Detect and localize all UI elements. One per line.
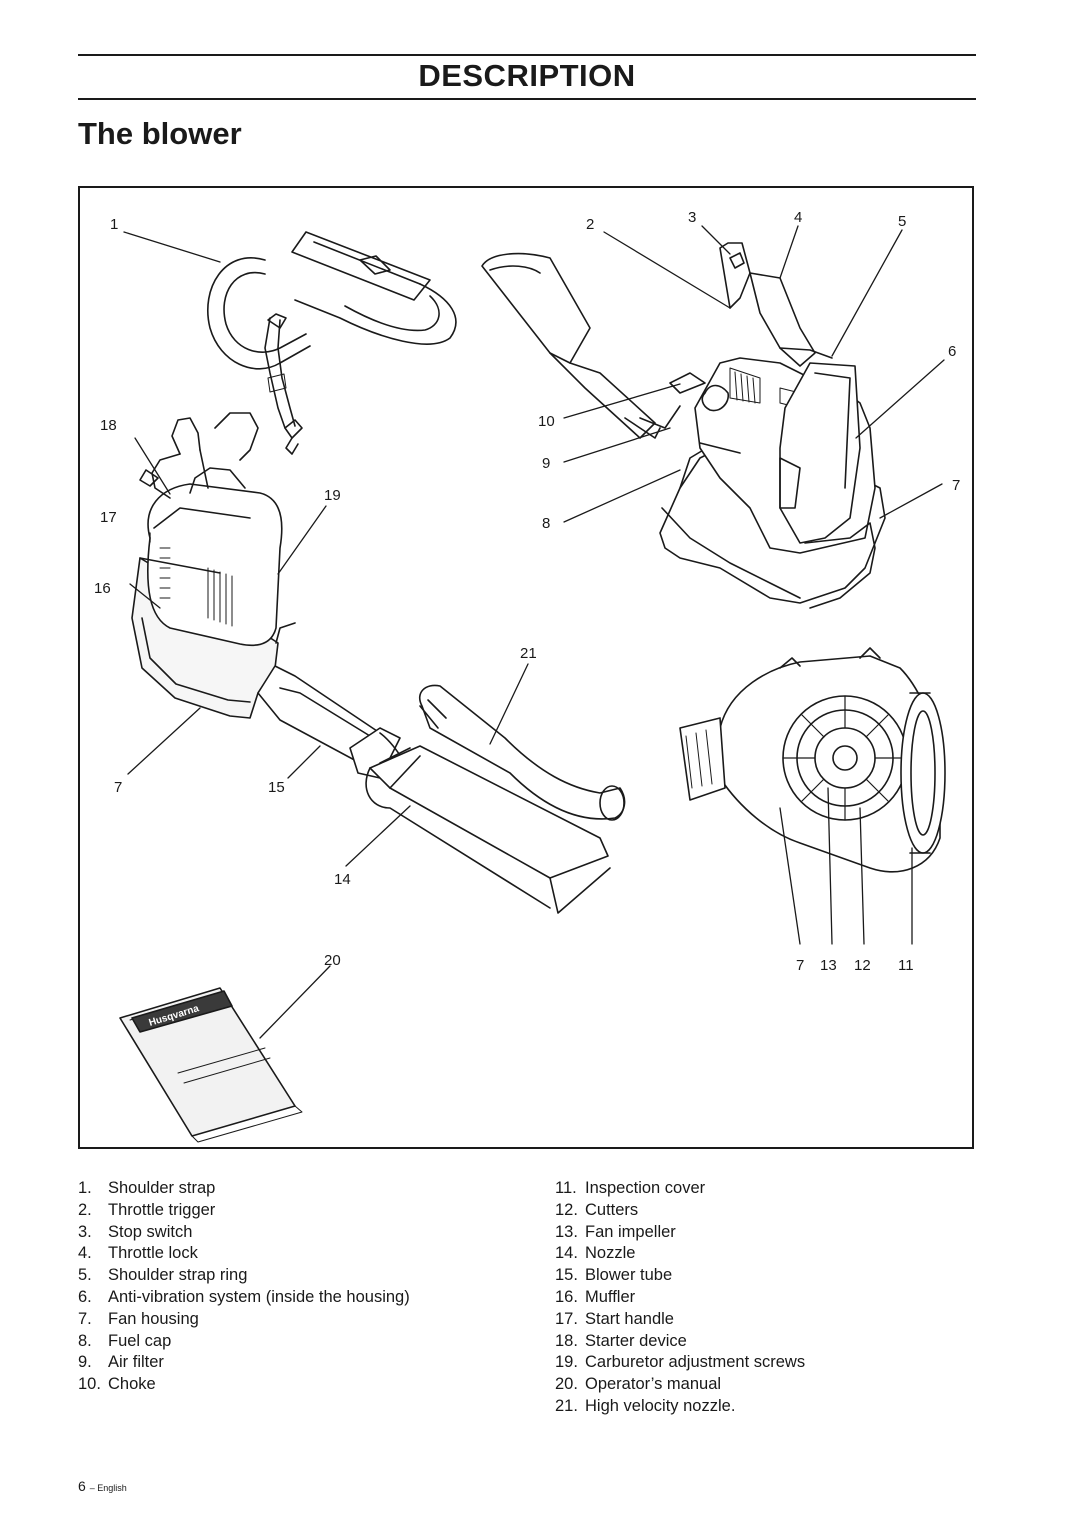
- parts-legend-left: 1.Shoulder strap 2.Throttle trigger 3.St…: [78, 1178, 410, 1396]
- page-number: 6: [78, 1478, 86, 1494]
- callout-18: 18: [100, 417, 117, 434]
- legend-item: 16.Muffler: [555, 1287, 636, 1306]
- section-title: DESCRIPTION: [418, 58, 636, 93]
- callout-9: 9: [542, 455, 550, 472]
- callout-3: 3: [688, 209, 696, 226]
- callout-6: 6: [948, 343, 956, 360]
- legend-item: 21.High velocity nozzle.: [555, 1396, 736, 1415]
- callout-21: 21: [520, 645, 537, 662]
- operators-manual-drawing: Husqvarna: [119, 987, 303, 1143]
- legend-item: 18.Starter device: [555, 1331, 687, 1350]
- callout-12: 12: [854, 957, 871, 974]
- callout-5: 5: [898, 213, 906, 230]
- legend-item: 19.Carburetor adjustment screws: [555, 1353, 806, 1372]
- callout-19: 19: [324, 487, 341, 504]
- legend-item: 14.Nozzle: [555, 1244, 636, 1263]
- page-footer: 6 – English: [78, 1478, 127, 1494]
- legend-item: 17.Start handle: [555, 1309, 674, 1328]
- page-title: The blower: [78, 116, 242, 151]
- callout-15: 15: [268, 779, 285, 796]
- callout-20: 20: [324, 952, 341, 969]
- callout-16: 16: [94, 580, 111, 597]
- callout-leader-lines: [123, 225, 945, 1039]
- legend-item: 9.Air filter: [78, 1353, 164, 1372]
- footer-language: – English: [89, 1483, 127, 1493]
- legend-item: 6.Anti-vibration system (inside the hous…: [78, 1287, 410, 1306]
- callout-11: 11: [898, 957, 914, 974]
- callout-2: 2: [586, 216, 594, 233]
- shoulder-strap-drawing: [207, 231, 457, 455]
- callout-14: 14: [334, 871, 351, 888]
- callout-4: 4: [794, 209, 802, 226]
- legend-item: 3.Stop switch: [78, 1222, 193, 1241]
- blower-front-view-drawing: [481, 242, 886, 609]
- blower-illustration: Husqvarna: [94, 209, 960, 1143]
- callout-8: 8: [542, 515, 550, 532]
- parts-legend-right: 11.Inspection cover 12.Cutters 13.Fan im…: [555, 1178, 805, 1418]
- callout-10: 10: [538, 413, 555, 430]
- legend-item: 1.Shoulder strap: [78, 1179, 216, 1197]
- legend-item: 5.Shoulder strap ring: [78, 1266, 248, 1285]
- blower-side-view-drawing: [131, 412, 296, 719]
- legend-item: 20.Operator’s manual: [555, 1375, 722, 1394]
- legend-item: 13.Fan impeller: [555, 1222, 676, 1241]
- blower-tube-nozzle-drawing: [257, 665, 611, 914]
- callout-numbers: 1 2 3 4 5 6 7 8 9 10 18 19 17 16 21 7 15…: [94, 209, 960, 974]
- legend-item: 10.Choke: [78, 1375, 156, 1394]
- callout-17: 17: [100, 509, 117, 526]
- callout-1: 1: [110, 216, 118, 233]
- callout-13: 13: [820, 957, 837, 974]
- legend-item: 2.Throttle trigger: [78, 1200, 216, 1219]
- parts-figure: Husqvarna: [78, 186, 974, 1149]
- fan-housing-cutaway-drawing: [679, 647, 946, 873]
- high-velocity-nozzle-drawing: [418, 684, 626, 821]
- legend-item: 15.Blower tube: [555, 1266, 673, 1285]
- section-rule: [78, 98, 976, 100]
- legend-item: 7.Fan housing: [78, 1309, 199, 1328]
- legend-item: 11.Inspection cover: [555, 1179, 706, 1197]
- legend-item: 12.Cutters: [555, 1200, 639, 1219]
- callout-7-cutaway: 7: [796, 957, 804, 974]
- callout-7-housing: 7: [952, 477, 960, 494]
- legend-item: 8.Fuel cap: [78, 1331, 172, 1350]
- callout-7-side: 7: [114, 779, 122, 796]
- legend-item: 4.Throttle lock: [78, 1244, 198, 1263]
- top-rule: [78, 54, 976, 56]
